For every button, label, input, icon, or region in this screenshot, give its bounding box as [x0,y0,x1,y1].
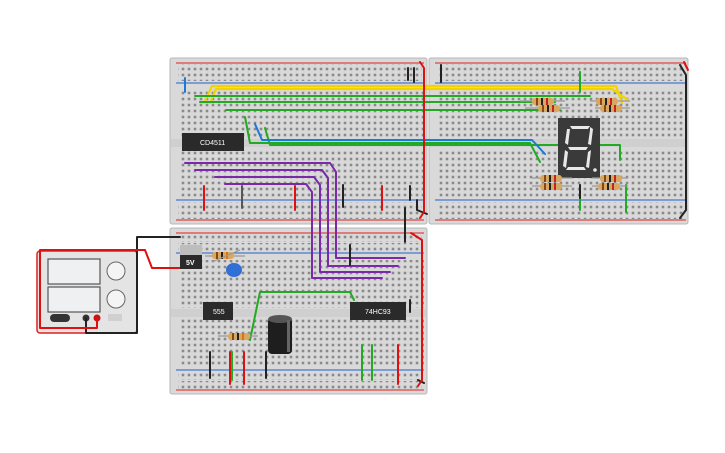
wire-green-clock[interactable] [249,291,355,341]
wire-supply-positive[interactable] [39,249,181,329]
resistor[interactable] [592,183,628,190]
decoder-chip[interactable]: CD4511 [182,133,244,151]
resistor[interactable] [590,98,630,105]
timer-chip[interactable]: 555 [203,302,233,320]
wire-purple-3[interactable] [214,176,391,273]
resistor[interactable] [595,105,630,112]
resistor[interactable] [532,183,572,190]
wire-purple-1[interactable] [184,162,406,259]
wire-purple-4[interactable] [224,183,383,279]
wire-green-5[interactable] [264,127,621,161]
resistor[interactable] [592,175,628,182]
resistors [205,98,630,340]
capacitor-icon[interactable] [268,315,292,354]
wire-purple-2[interactable] [194,169,399,267]
wire-blue-1[interactable] [254,123,546,155]
resistor[interactable] [520,98,565,105]
decoder-chip-label: CD4511 [200,140,225,147]
counter-chip-label: 74HC93 [365,309,391,316]
resistor[interactable] [525,105,570,112]
resistor[interactable] [532,175,572,182]
voltage-regulator[interactable]: 5V [180,245,202,269]
ceramic-capacitor-icon[interactable] [226,262,242,277]
timer-chip-label: 555 [213,309,225,316]
counter-chip[interactable]: 74HC93 [350,302,406,320]
seven-segment-display-icon[interactable] [558,118,600,178]
wire-green-4[interactable] [244,116,541,163]
voltage-regulator-label: 5V [186,260,195,267]
resistor[interactable] [218,333,258,340]
wires [39,61,689,387]
